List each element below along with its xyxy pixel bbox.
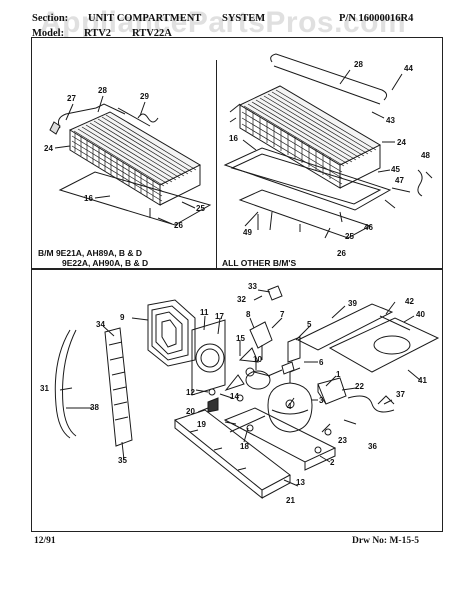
footer-drawing-number: Drw No: M-15-5 bbox=[352, 536, 420, 546]
model-value-1: RTV2 bbox=[84, 28, 112, 39]
fan-motor bbox=[245, 369, 283, 390]
callout-39: 39 bbox=[348, 299, 357, 308]
upper-right-caption: ALL OTHER B/M'S bbox=[222, 258, 297, 268]
callout-22: 22 bbox=[355, 382, 364, 391]
section-title: UNIT COMPARTMENT bbox=[88, 13, 202, 24]
callout-20: 20 bbox=[186, 407, 195, 416]
callout-41: 41 bbox=[418, 376, 427, 385]
callout-24: 24 bbox=[44, 144, 53, 153]
callout-40: 40 bbox=[416, 310, 425, 319]
callout-7: 7 bbox=[280, 310, 285, 319]
upper-divider bbox=[216, 60, 217, 268]
callout-16: 16 bbox=[84, 194, 93, 203]
fan-shroud bbox=[191, 319, 226, 396]
callout-28: 28 bbox=[98, 86, 107, 95]
callout-42: 42 bbox=[405, 297, 414, 306]
section-title-tail: SYSTEM bbox=[222, 13, 266, 24]
callout-14: 14 bbox=[230, 392, 239, 401]
callout-25: 25 bbox=[196, 204, 205, 213]
condenser-coil-left bbox=[49, 103, 202, 206]
callout-2: 2 bbox=[330, 458, 335, 467]
callout-13: 13 bbox=[296, 478, 305, 487]
callout-19: 19 bbox=[197, 420, 206, 429]
callout-9: 9 bbox=[120, 313, 125, 322]
callout-29: 29 bbox=[140, 92, 149, 101]
section-label: Section: bbox=[32, 13, 69, 24]
callout-18: 18 bbox=[240, 442, 249, 451]
callout-6: 6 bbox=[319, 358, 324, 367]
callout-47: 47 bbox=[395, 176, 404, 185]
upper-frame bbox=[31, 37, 443, 270]
callout-10: 10 bbox=[253, 355, 262, 364]
condenser-coil-right bbox=[229, 53, 388, 189]
callout-28-ur: 28 bbox=[354, 60, 363, 69]
callout-26-ur: 26 bbox=[337, 249, 346, 258]
callout-26: 26 bbox=[174, 221, 183, 230]
callout-44: 44 bbox=[404, 64, 413, 73]
callout-17: 17 bbox=[215, 312, 224, 321]
model-value-2: RTV22A bbox=[132, 28, 172, 39]
callout-3: 3 bbox=[319, 396, 324, 405]
callout-16-ur: 16 bbox=[229, 134, 238, 143]
callout-5: 5 bbox=[307, 320, 312, 329]
callout-23: 23 bbox=[338, 436, 347, 445]
lower-frame bbox=[31, 268, 443, 532]
base-rails bbox=[223, 407, 337, 471]
fan-blade bbox=[224, 347, 271, 392]
callout-24-ur: 24 bbox=[397, 138, 406, 147]
callout-38: 38 bbox=[90, 403, 99, 412]
callout-11: 11 bbox=[200, 308, 209, 317]
callout-21: 21 bbox=[286, 496, 295, 505]
callout-48: 48 bbox=[421, 151, 430, 160]
upper-left-caption-line-2: 9E22A, AH90A, B & D bbox=[62, 258, 149, 268]
callout-36: 36 bbox=[368, 442, 377, 451]
back-panel bbox=[104, 327, 133, 447]
upper-left-caption-line-1: B/M 9E21A, AH89A, B & D bbox=[38, 248, 143, 258]
coil-9 bbox=[147, 299, 196, 367]
callout-15: 15 bbox=[236, 334, 245, 343]
callout-8: 8 bbox=[246, 310, 251, 319]
callout-25-ur: 25 bbox=[345, 232, 354, 241]
model-label: Model: bbox=[32, 28, 65, 39]
callout-33: 33 bbox=[248, 282, 257, 291]
callout-32: 32 bbox=[237, 295, 246, 304]
callout-35: 35 bbox=[118, 456, 127, 465]
footer-date: 12/91 bbox=[34, 536, 56, 546]
callout-43: 43 bbox=[386, 116, 395, 125]
part-number: P/N 16000016R4 bbox=[339, 13, 414, 24]
callout-12: 12 bbox=[186, 388, 195, 397]
callout-1: 1 bbox=[336, 370, 341, 379]
watermark: AppliancePartsPros.com bbox=[40, 6, 407, 39]
drain-pan-left bbox=[58, 171, 212, 226]
callout-45: 45 bbox=[391, 165, 400, 174]
power-cord bbox=[347, 395, 395, 413]
callout-27: 27 bbox=[67, 94, 76, 103]
frame-tray-right bbox=[223, 147, 392, 239]
callout-4: 4 bbox=[287, 402, 292, 411]
callout-34: 34 bbox=[96, 320, 105, 329]
tube-31 bbox=[54, 329, 71, 439]
callout-46: 46 bbox=[364, 223, 373, 232]
callout-49: 49 bbox=[243, 228, 252, 237]
drain-pan-lower bbox=[296, 303, 440, 373]
compressor bbox=[267, 367, 313, 433]
callout-37: 37 bbox=[396, 390, 405, 399]
callout-31: 31 bbox=[40, 384, 49, 393]
